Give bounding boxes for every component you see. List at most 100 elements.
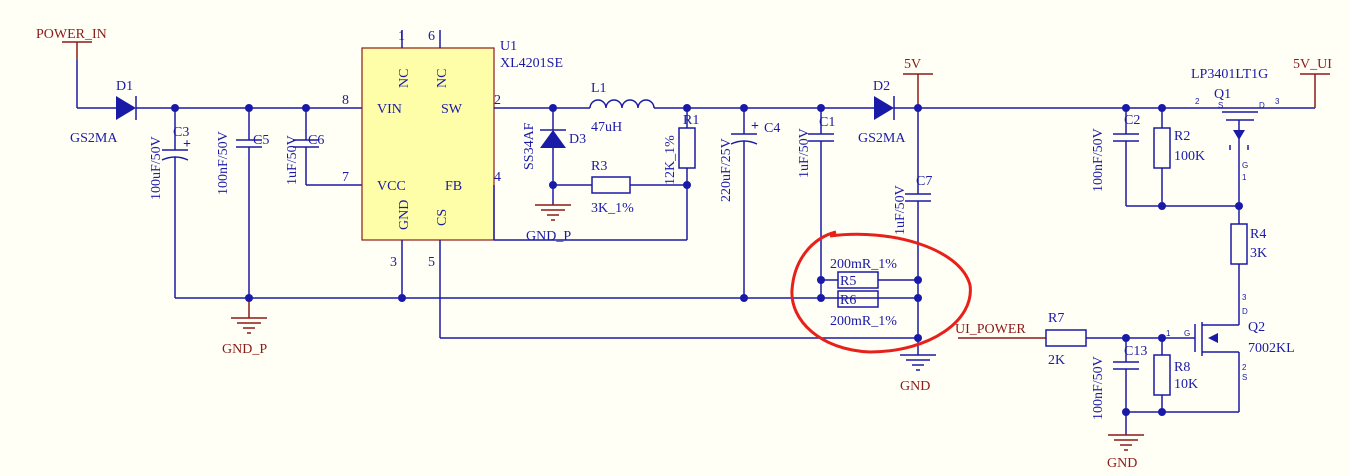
- q2-pin-d: D: [1242, 307, 1248, 316]
- u1-label-vcc: VCC: [377, 179, 406, 194]
- u1-pin4: 4: [494, 170, 501, 185]
- q1-pin-s: S: [1218, 101, 1223, 110]
- u1-label-gnd: GND: [397, 200, 412, 230]
- ui-power-label: UI_POWER: [955, 322, 1026, 337]
- d1-value: GS2MA: [70, 131, 118, 146]
- gnd-label-right: GND: [1107, 456, 1137, 471]
- resistor-r7: R7 2K: [1045, 311, 1087, 368]
- u1-label-nc-a: NC: [397, 69, 412, 88]
- q2-pin3: 3: [1242, 293, 1247, 302]
- c5-value: 100nF/50V: [216, 131, 231, 195]
- c1-ref: C1: [819, 115, 835, 130]
- ui-power-port: UI_POWER: [955, 322, 1046, 339]
- 5v-ui-port: 5V_UI: [1293, 57, 1332, 108]
- power-in-label: POWER_IN: [36, 27, 107, 42]
- gnd-symbol-center: GND: [900, 354, 936, 394]
- capacitor-c2: C2 100nF/50V: [1091, 108, 1140, 206]
- c13-value: 100nF/50V: [1091, 356, 1106, 420]
- capacitor-c13: C13 100nF/50V: [1091, 338, 1147, 435]
- q1-pin-d: D: [1259, 101, 1265, 110]
- c5-ref: C5: [253, 133, 269, 148]
- r1-value: 12K_1%: [663, 135, 678, 185]
- d2-ref: D2: [873, 79, 890, 94]
- q2-pin-g: G: [1184, 329, 1190, 338]
- svg-text:+: +: [183, 137, 191, 152]
- q2-pin2: 2: [1242, 363, 1247, 372]
- r3-ref: R3: [591, 159, 607, 174]
- d2-value: GS2MA: [858, 131, 906, 146]
- gnd-label-center: GND: [900, 379, 930, 394]
- r7-ref: R7: [1048, 311, 1064, 326]
- u1-ref: U1: [500, 39, 517, 54]
- q1-pin3: 3: [1275, 97, 1280, 106]
- power-in-port: POWER_IN: [36, 27, 107, 60]
- resistor-r2: R2 100K: [1153, 108, 1205, 206]
- r2-value: 100K: [1174, 149, 1205, 164]
- c2-ref: C2: [1124, 113, 1140, 128]
- capacitor-c7: C7 1uF/50V: [893, 108, 932, 355]
- gnd-p-symbol-d3: [535, 204, 571, 221]
- u1-label-sw: SW: [441, 102, 463, 117]
- ic-u1: 1 6 NC NC VIN SW VCC FB GND CS 8 7 2 4 3…: [342, 29, 563, 270]
- r7-value: 2K: [1048, 353, 1065, 368]
- c4-value: 220uF/25V: [719, 138, 734, 202]
- gnd-p-symbol-left: GND_P: [222, 298, 267, 357]
- c3-value: 100uF/50V: [149, 136, 164, 200]
- q1-ref: Q1: [1214, 87, 1231, 102]
- gnd-symbol-right: GND: [1107, 434, 1144, 471]
- u1-label-vin: VIN: [377, 102, 402, 117]
- d3-ref: D3: [569, 132, 586, 147]
- mosfet-q2: Q2 7002KL 1 G 3 D 2 S: [1166, 293, 1295, 412]
- q2-ref: Q2: [1248, 320, 1265, 335]
- q1-pin2: 2: [1195, 97, 1200, 106]
- r6-ref: R6: [840, 293, 856, 308]
- r5-value: 200mR_1%: [830, 257, 897, 272]
- c7-value: 1uF/50V: [893, 185, 908, 235]
- u1-part: XL4201SE: [500, 56, 563, 71]
- 5v-label: 5V: [904, 57, 921, 72]
- c1-value: 1uF/50V: [797, 128, 812, 178]
- r6-value: 200mR_1%: [830, 314, 897, 329]
- q2-pin-s: S: [1242, 373, 1247, 382]
- c3-ref: C3: [173, 125, 189, 140]
- u1-pin8: 8: [342, 93, 349, 108]
- highlight-circle: [790, 230, 972, 354]
- diode-d1: D1 GS2MA: [70, 79, 137, 146]
- diode-d2: D2 GS2MA: [858, 79, 906, 146]
- gnd-p-label-left: GND_P: [222, 342, 267, 357]
- mosfet-q1: Q1 LP3401LT1G 2 3 S D 1 G: [1191, 67, 1280, 224]
- d3-value: SS34AF: [522, 122, 537, 170]
- gnd-p-label-d3: GND_P: [526, 229, 571, 244]
- u1-pin3: 3: [390, 255, 397, 270]
- resistor-r6: R6 200mR_1%: [830, 290, 897, 329]
- q1-pin1: 1: [1242, 173, 1247, 182]
- u1-label-fb: FB: [445, 179, 462, 194]
- u1-pin6: 6: [428, 29, 435, 44]
- c7-ref: C7: [916, 174, 932, 189]
- l1-ref: L1: [591, 81, 607, 96]
- capacitor-c5: C5 100nF/50V: [216, 108, 269, 298]
- resistor-r4: R4 3K: [1230, 223, 1267, 318]
- junction-dots: [171, 104, 1243, 416]
- u1-pin1: 1: [398, 29, 405, 44]
- r4-ref: R4: [1250, 227, 1266, 242]
- c4-ref: C4: [764, 121, 780, 136]
- d1-ref: D1: [116, 79, 133, 94]
- c6-value: 1uF/50V: [285, 135, 300, 185]
- q2-value: 7002KL: [1248, 341, 1295, 356]
- resistor-r3: R3 3K_1%: [591, 159, 634, 216]
- r8-ref: R8: [1174, 360, 1190, 375]
- c13-ref: C13: [1124, 344, 1147, 359]
- u1-pin7: 7: [342, 170, 349, 185]
- resistor-r5: R5 200mR_1%: [821, 257, 918, 289]
- r2-ref: R2: [1174, 129, 1190, 144]
- svg-text:+: +: [751, 119, 759, 134]
- r3-value: 3K_1%: [591, 201, 634, 216]
- r4-value: 3K: [1250, 246, 1267, 261]
- capacitor-c3: C3 + 100uF/50V: [149, 108, 191, 298]
- q1-value: LP3401LT1G: [1191, 67, 1268, 82]
- 5v-ui-label: 5V_UI: [1293, 57, 1332, 72]
- r1-ref: R1: [683, 113, 699, 128]
- inductor-l1: L1 47uH: [589, 81, 655, 135]
